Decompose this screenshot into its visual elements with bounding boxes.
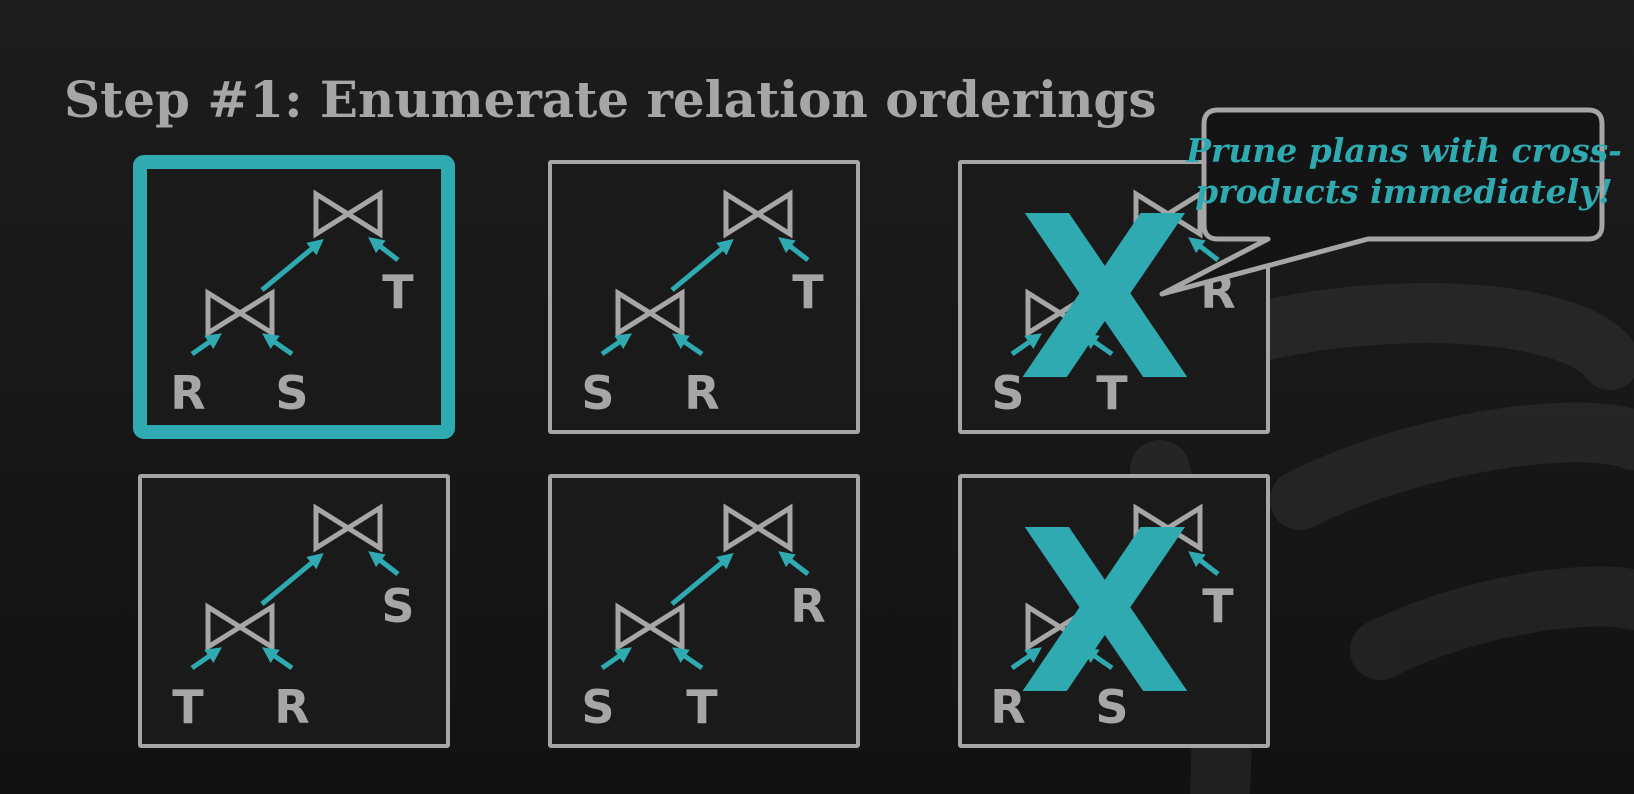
pruned-x-mark: X (1018, 169, 1191, 431)
relation-label-right: T (1096, 366, 1128, 420)
join-operator-bottom-icon (1025, 288, 1095, 338)
arrow-left-leaf (190, 647, 222, 671)
callout-line-2: products immediately! (1195, 172, 1613, 211)
join-operator-top-icon (1133, 503, 1203, 553)
relation-label-left: S (581, 366, 614, 420)
arrow-top-leaf (778, 237, 810, 262)
arrow-to-top-join (260, 238, 324, 292)
relation-label-top: T (792, 265, 824, 319)
arrow-top-leaf (778, 551, 810, 576)
arrow-top-leaf (368, 237, 400, 262)
relation-label-left: R (170, 366, 205, 420)
arrow-to-top-join (1080, 552, 1144, 606)
arrow-right-leaf (262, 647, 294, 671)
relation-label-right: S (275, 366, 308, 420)
callout-shape (1159, 107, 1605, 297)
relation-label-right: T (686, 680, 718, 734)
page-title: Step #1: Enumerate relation orderings (64, 70, 1157, 129)
join-operator-top-icon (723, 189, 793, 239)
plan-box-2[interactable]: T S R (548, 160, 860, 434)
arrow-right-leaf (262, 333, 294, 357)
plan-box-6[interactable]: T R SX (958, 474, 1270, 748)
join-operator-top-icon (313, 503, 383, 553)
relation-label-top: T (1202, 579, 1234, 633)
arrow-to-top-join (670, 552, 734, 606)
arrow-left-leaf (1010, 647, 1042, 671)
plan-box-4[interactable]: S T R (138, 474, 450, 748)
arrow-right-leaf (672, 333, 704, 357)
plan-box-5[interactable]: R S T (548, 474, 860, 748)
relation-label-left: S (581, 680, 614, 734)
arrow-right-leaf (1082, 647, 1114, 671)
arrow-left-leaf (190, 333, 222, 357)
join-operator-top-icon (1133, 189, 1203, 239)
join-operator-bottom-icon (205, 602, 275, 652)
relation-label-right: R (684, 366, 719, 420)
arrow-to-top-join (260, 552, 324, 606)
arrow-top-leaf (1188, 551, 1220, 576)
join-operator-bottom-icon (205, 288, 275, 338)
join-operator-top-icon (723, 503, 793, 553)
arrow-top-leaf (1188, 237, 1220, 262)
plan-box-1[interactable]: T R S (133, 155, 455, 439)
pruned-x-mark: X (1018, 483, 1191, 745)
arrow-left-leaf (1010, 333, 1042, 357)
callout-line-1: Prune plans with cross- (1185, 131, 1622, 170)
relation-label-top: S (381, 579, 414, 633)
relation-label-left: S (991, 366, 1024, 420)
join-operator-top-icon (313, 189, 383, 239)
arrow-to-top-join (670, 238, 734, 292)
arrow-to-top-join (1080, 238, 1144, 292)
join-operator-bottom-icon (615, 288, 685, 338)
arrow-left-leaf (600, 647, 632, 671)
relation-label-right: R (274, 680, 309, 734)
callout-bubble: Prune plans with cross- products immedia… (1159, 107, 1622, 297)
relation-label-left: R (990, 680, 1025, 734)
relation-label-top: R (790, 579, 825, 633)
relation-label-right: S (1095, 680, 1128, 734)
join-operator-bottom-icon (615, 602, 685, 652)
arrow-top-leaf (368, 551, 400, 576)
arrow-right-leaf (1082, 333, 1114, 357)
join-operator-bottom-icon (1025, 602, 1095, 652)
relation-label-left: T (172, 680, 204, 734)
relation-label-top: T (382, 265, 414, 319)
arrow-left-leaf (600, 333, 632, 357)
arrow-right-leaf (672, 647, 704, 671)
